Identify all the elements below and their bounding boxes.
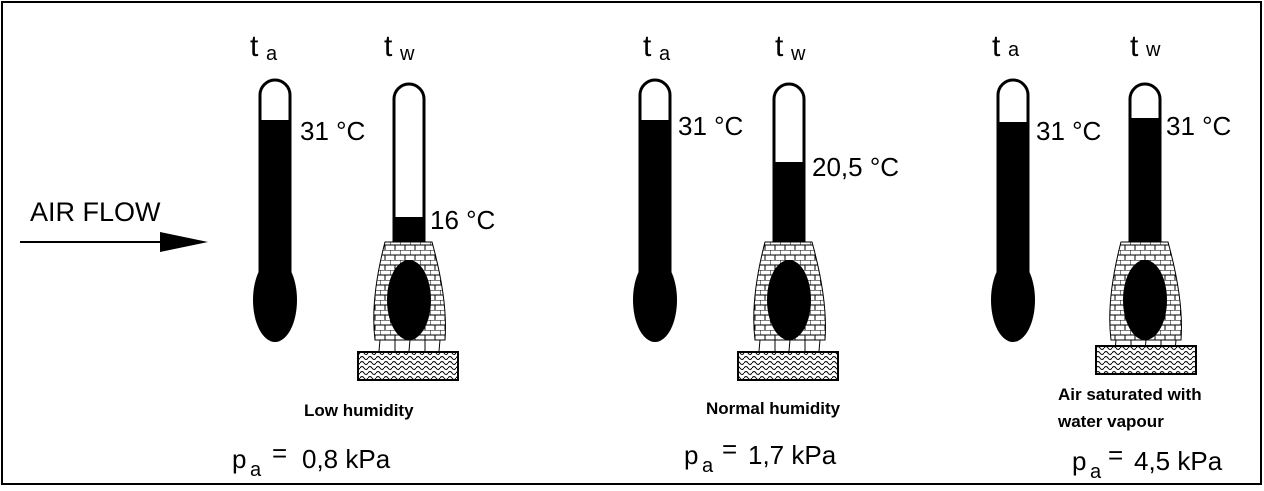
ta-value: 31 °C bbox=[678, 111, 743, 141]
p-equals: = bbox=[1108, 440, 1123, 470]
ta-subscript: a bbox=[1008, 39, 1020, 61]
panel-normal-humidity: t a t w 31 °C 20,5 °C Normal humidity p … bbox=[633, 30, 899, 477]
tw-subscript: w bbox=[790, 43, 806, 65]
humidity-caption-line1: Air saturated with bbox=[1058, 385, 1202, 404]
tw-symbol: t bbox=[1130, 30, 1139, 63]
wet-thermometer bbox=[737, 82, 839, 381]
airflow-arrow bbox=[20, 232, 208, 252]
humidity-caption: Low humidity bbox=[304, 401, 414, 420]
ta-value: 31 °C bbox=[300, 116, 365, 146]
tw-symbol: t bbox=[775, 30, 784, 63]
p-symbol: p bbox=[232, 444, 246, 474]
wet-thermometer bbox=[1095, 82, 1197, 375]
ta-value: 31 °C bbox=[1036, 116, 1101, 146]
ta-subscript: a bbox=[659, 43, 671, 65]
p-subscript: a bbox=[250, 459, 262, 481]
wet-thermometer bbox=[357, 82, 459, 381]
humidity-caption: Normal humidity bbox=[706, 399, 841, 418]
tw-symbol: t bbox=[384, 30, 393, 63]
ta-symbol: t bbox=[250, 30, 259, 63]
p-equals: = bbox=[272, 438, 287, 468]
airflow-label: AIR FLOW bbox=[30, 197, 161, 227]
ta-subscript: a bbox=[266, 43, 278, 65]
ta-symbol: t bbox=[992, 30, 1001, 63]
p-subscript: a bbox=[1090, 461, 1102, 483]
p-symbol: p bbox=[1072, 446, 1086, 476]
ta-symbol: t bbox=[643, 30, 652, 63]
tw-value: 20,5 °C bbox=[812, 152, 899, 182]
pressure-value: 4,5 kPa bbox=[1134, 446, 1223, 476]
humidity-caption-line2: water vapour bbox=[1057, 412, 1164, 431]
tw-value: 31 °C bbox=[1166, 111, 1231, 141]
tw-value: 16 °C bbox=[430, 205, 495, 235]
dry-thermometer bbox=[253, 78, 297, 342]
pressure-value: 0,8 kPa bbox=[302, 444, 391, 474]
tw-subscript: w bbox=[399, 43, 415, 65]
dry-thermometer bbox=[633, 78, 677, 342]
p-symbol: p bbox=[684, 440, 698, 470]
pressure-value: 1,7 kPa bbox=[748, 440, 837, 470]
tw-subscript: w bbox=[1145, 39, 1161, 61]
p-equals: = bbox=[722, 434, 737, 464]
p-subscript: a bbox=[702, 455, 714, 477]
dry-thermometer bbox=[991, 78, 1035, 342]
panel-low-humidity: t a t w 31 °C 16 °C Low humidity p a = 0… bbox=[232, 30, 495, 481]
panel-saturated-air: t a t w 31 °C 31 °C Air saturated with w… bbox=[991, 30, 1231, 483]
